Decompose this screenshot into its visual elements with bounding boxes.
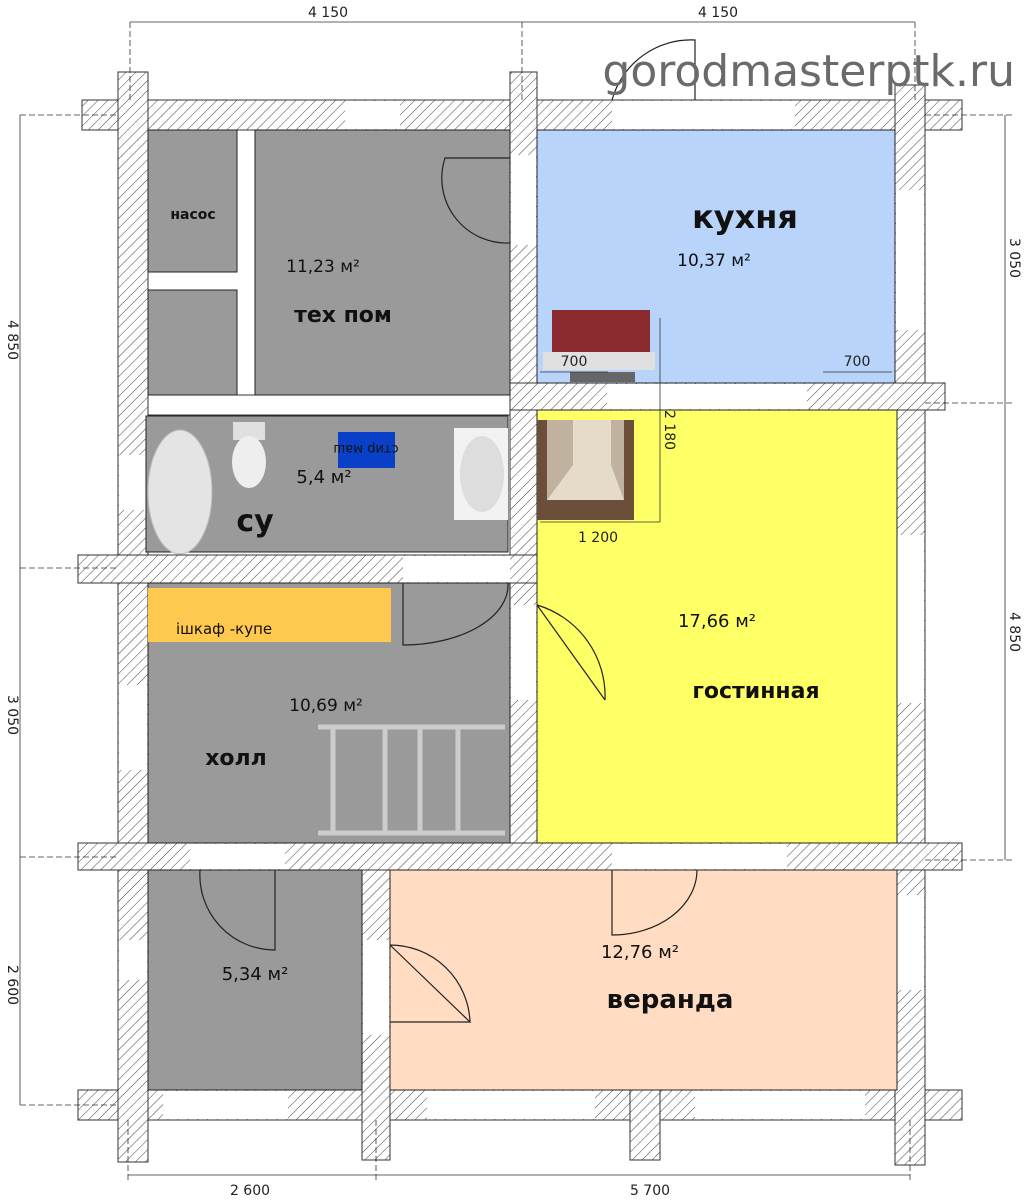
label-pump: насос — [170, 207, 215, 223]
dim-left-bottom: 2 600 — [4, 965, 20, 1005]
dim-kitchen-right: 700 — [844, 354, 871, 370]
toilet-tank-icon — [233, 422, 265, 440]
dim-fireplace-depth: 2 180 — [661, 410, 677, 450]
stairs-icon — [318, 724, 505, 836]
dim-bottom-right: 5 700 — [630, 1183, 670, 1199]
label-kitchen: кухня — [692, 198, 798, 236]
area-bathroom: 5,4 м² — [296, 467, 351, 488]
dim-right-bottom: 4 850 — [1006, 612, 1022, 652]
label-hall: холл — [205, 746, 267, 771]
watermark: gorodmasterptk.ru — [602, 46, 1015, 97]
wardrobe — [148, 588, 391, 642]
room-storage — [147, 869, 363, 1091]
label-wardrobe: ішкаф -купе — [176, 620, 272, 638]
dim-right-top: 3 050 — [1006, 238, 1022, 278]
bathtub-icon — [147, 429, 213, 555]
dim-top-right: 4 150 — [698, 5, 738, 21]
dim-left-top: 4 850 — [4, 320, 20, 360]
stove-base — [543, 352, 655, 370]
area-kitchen: 10,37 м² — [677, 251, 751, 271]
stove-icon — [552, 310, 650, 352]
label-veranda: веранда — [607, 985, 734, 1015]
dim-kitchen-left: 700 — [561, 354, 588, 370]
dim-bottom-left: 2 600 — [230, 1183, 270, 1199]
dim-left-middle: 3 050 — [4, 695, 20, 735]
label-tech: тех пом — [294, 303, 392, 328]
label-washer: стир маш — [333, 441, 398, 456]
label-bathroom: су — [236, 504, 274, 539]
room-small — [147, 289, 238, 396]
dim-top-left: 4 150 — [308, 5, 348, 21]
toilet-icon — [232, 436, 266, 488]
wall-openings — [119, 101, 924, 1119]
label-living: гостинная — [692, 679, 819, 704]
room-veranda — [389, 869, 898, 1091]
doors — [199, 39, 698, 1023]
area-tech: 11,23 м² — [286, 257, 360, 277]
area-veranda: 12,76 м² — [601, 942, 679, 963]
room-pump — [147, 129, 238, 273]
area-storage: 5,34 м² — [222, 964, 289, 985]
room-tech — [254, 129, 511, 396]
dim-fireplace-width: 1 200 — [578, 530, 618, 546]
area-hall: 10,69 м² — [289, 696, 363, 716]
washing-machine-icon — [338, 432, 395, 468]
dimension-lines — [19, 21, 1015, 1180]
area-living: 17,66 м² — [678, 611, 756, 632]
